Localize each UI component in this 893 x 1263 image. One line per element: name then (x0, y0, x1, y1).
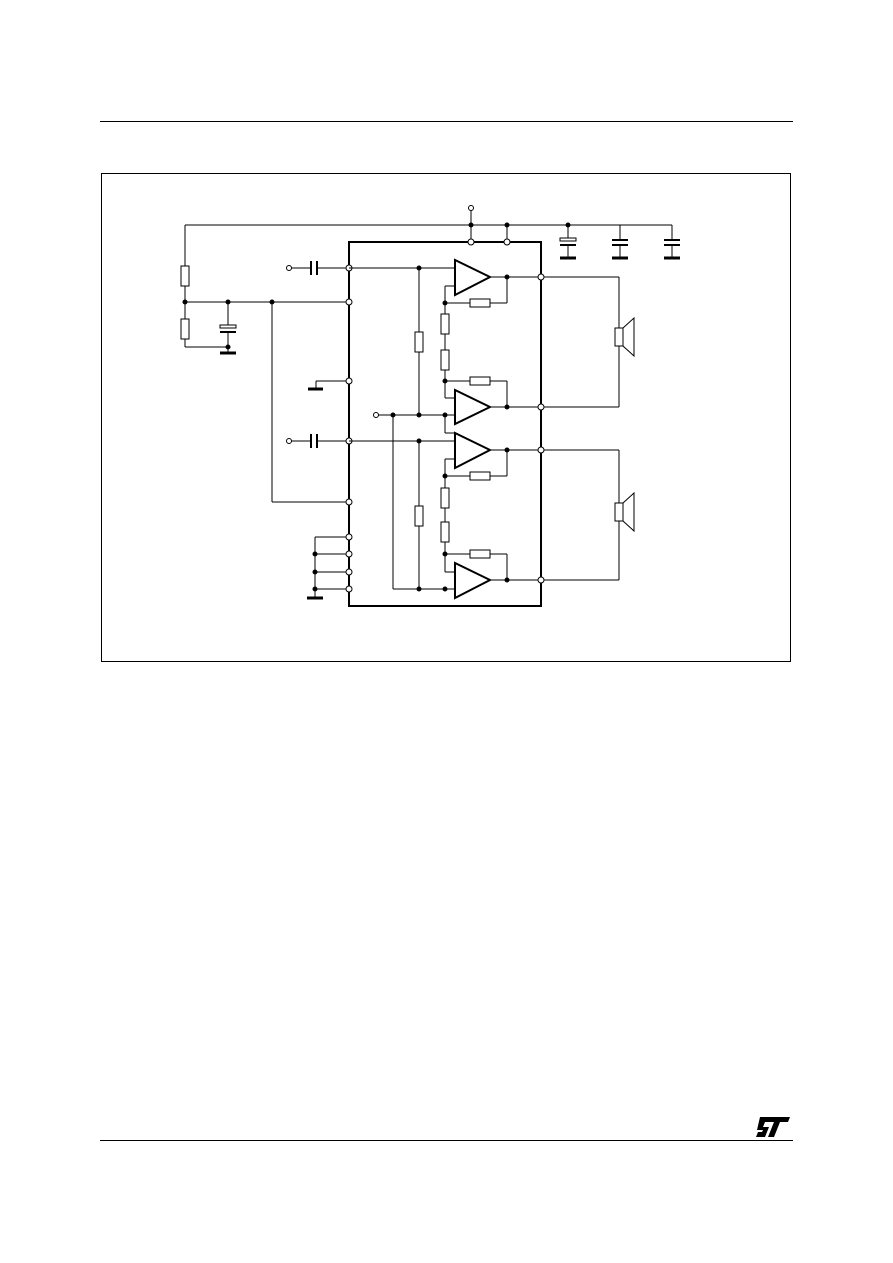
resistor (440, 349, 450, 371)
amplifier (454, 388, 493, 426)
figure-frame (101, 173, 791, 662)
resistor (469, 376, 491, 386)
resistor (180, 265, 190, 287)
resistor (469, 298, 491, 308)
ic-package (348, 241, 542, 607)
resistor (469, 549, 491, 559)
supply-capacitor (612, 225, 628, 260)
internal-network-upper (349, 258, 545, 426)
header-rule (100, 121, 793, 122)
resistor (414, 331, 424, 353)
supply-capacitor (664, 225, 680, 260)
ground-pins (307, 533, 353, 600)
resistor (180, 318, 190, 340)
st-logo-icon (756, 1117, 790, 1137)
loudspeaker (544, 449, 635, 581)
resistor (440, 313, 450, 335)
amplifier (454, 561, 493, 600)
input-capacitor (286, 434, 353, 448)
input-capacitor (286, 261, 353, 275)
loudspeaker (544, 276, 635, 408)
resistor (414, 505, 424, 527)
resistor (440, 521, 450, 543)
ground-pin (308, 377, 353, 391)
amplifier (454, 431, 493, 470)
resistor (440, 487, 450, 509)
bias-network (180, 225, 353, 506)
amplifier (454, 258, 493, 297)
internal-network-lower (349, 415, 545, 600)
circuit-schematic (180, 205, 680, 607)
resistor (469, 471, 491, 481)
supply-rail (185, 205, 672, 246)
footer-rule (100, 1140, 793, 1141)
supply-capacitor (559, 225, 577, 260)
